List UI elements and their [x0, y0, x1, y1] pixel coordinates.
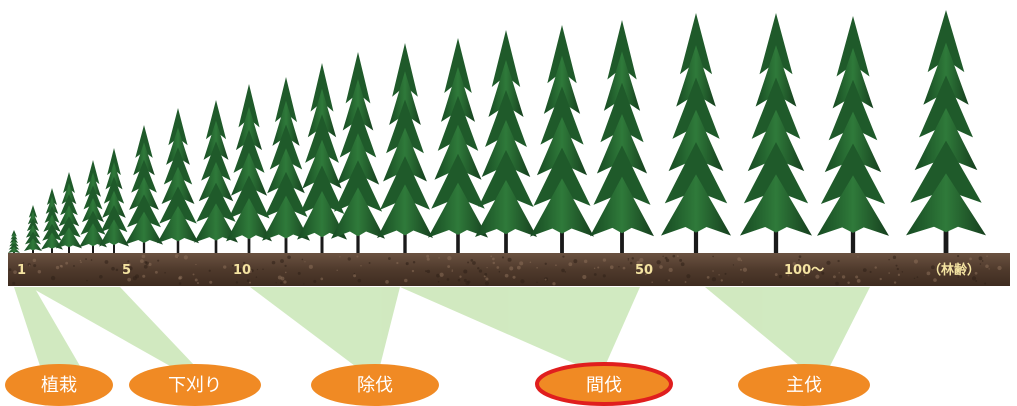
stage-cleaning: 除伐	[311, 364, 439, 406]
conifer-tree-icon	[740, 13, 812, 255]
conifer-tree-icon	[56, 172, 82, 255]
conifer-tree-icon	[79, 160, 107, 255]
conifer-tree-icon	[125, 125, 163, 255]
stage-final-harvest: 主伐	[738, 364, 870, 406]
conifer-tree-icon	[428, 38, 488, 255]
age-label-10: 10	[233, 263, 251, 278]
age-label-5: 5	[122, 263, 131, 278]
callout-final-harvest	[705, 287, 870, 366]
stage-planting: 植栽	[5, 364, 113, 406]
conifer-tree-icon	[475, 30, 537, 255]
conifer-tree-icon	[226, 84, 272, 255]
stage-label-final-harvest: 主伐	[786, 375, 822, 396]
stage-weeding: 下刈り	[129, 364, 261, 406]
conifer-tree-icon	[157, 108, 199, 255]
conifer-tree-icon	[194, 100, 238, 255]
stage-label-cleaning: 除伐	[357, 375, 393, 396]
conifer-tree-icon	[906, 10, 986, 255]
stage-label-weeding: 下刈り	[168, 375, 222, 396]
conifer-tree-icon	[24, 205, 42, 255]
soil-texture	[8, 254, 1002, 286]
tree-row	[8, 10, 986, 256]
stage-pill-thinning	[535, 362, 673, 406]
axis-unit-label: （林齢）	[928, 262, 980, 278]
callout-planting	[14, 287, 80, 366]
callout-weeding	[30, 287, 195, 366]
age-label-50: 50	[635, 263, 653, 278]
conifer-tree-icon	[530, 25, 594, 255]
callout-cleaning	[250, 287, 400, 366]
conifer-tree-icon	[297, 63, 347, 255]
conifer-tree-icon	[661, 13, 731, 255]
stage-pill-cleaning	[311, 364, 439, 406]
conifer-tree-icon	[8, 230, 20, 255]
stage-label-planting: 植栽	[41, 375, 77, 396]
stage-thinning: 間伐	[535, 362, 673, 406]
conifer-tree-icon	[262, 77, 310, 255]
age-label-100: 100～	[784, 263, 824, 278]
callout-thinning	[400, 287, 640, 366]
stage-pill-final-harvest	[738, 364, 870, 406]
conifer-tree-icon	[377, 43, 433, 255]
conifer-tree-icon	[99, 148, 129, 255]
conifer-tree-icon	[817, 16, 889, 255]
age-label-1: 1	[17, 263, 26, 278]
callouts	[14, 287, 870, 366]
conifer-tree-icon	[590, 20, 654, 255]
conifer-tree-icon	[331, 52, 385, 256]
stage-pill-planting	[5, 364, 113, 406]
stage-label-thinning: 間伐	[586, 375, 622, 396]
conifer-tree-icon	[41, 188, 63, 255]
stage-pill-weeding	[129, 364, 261, 406]
